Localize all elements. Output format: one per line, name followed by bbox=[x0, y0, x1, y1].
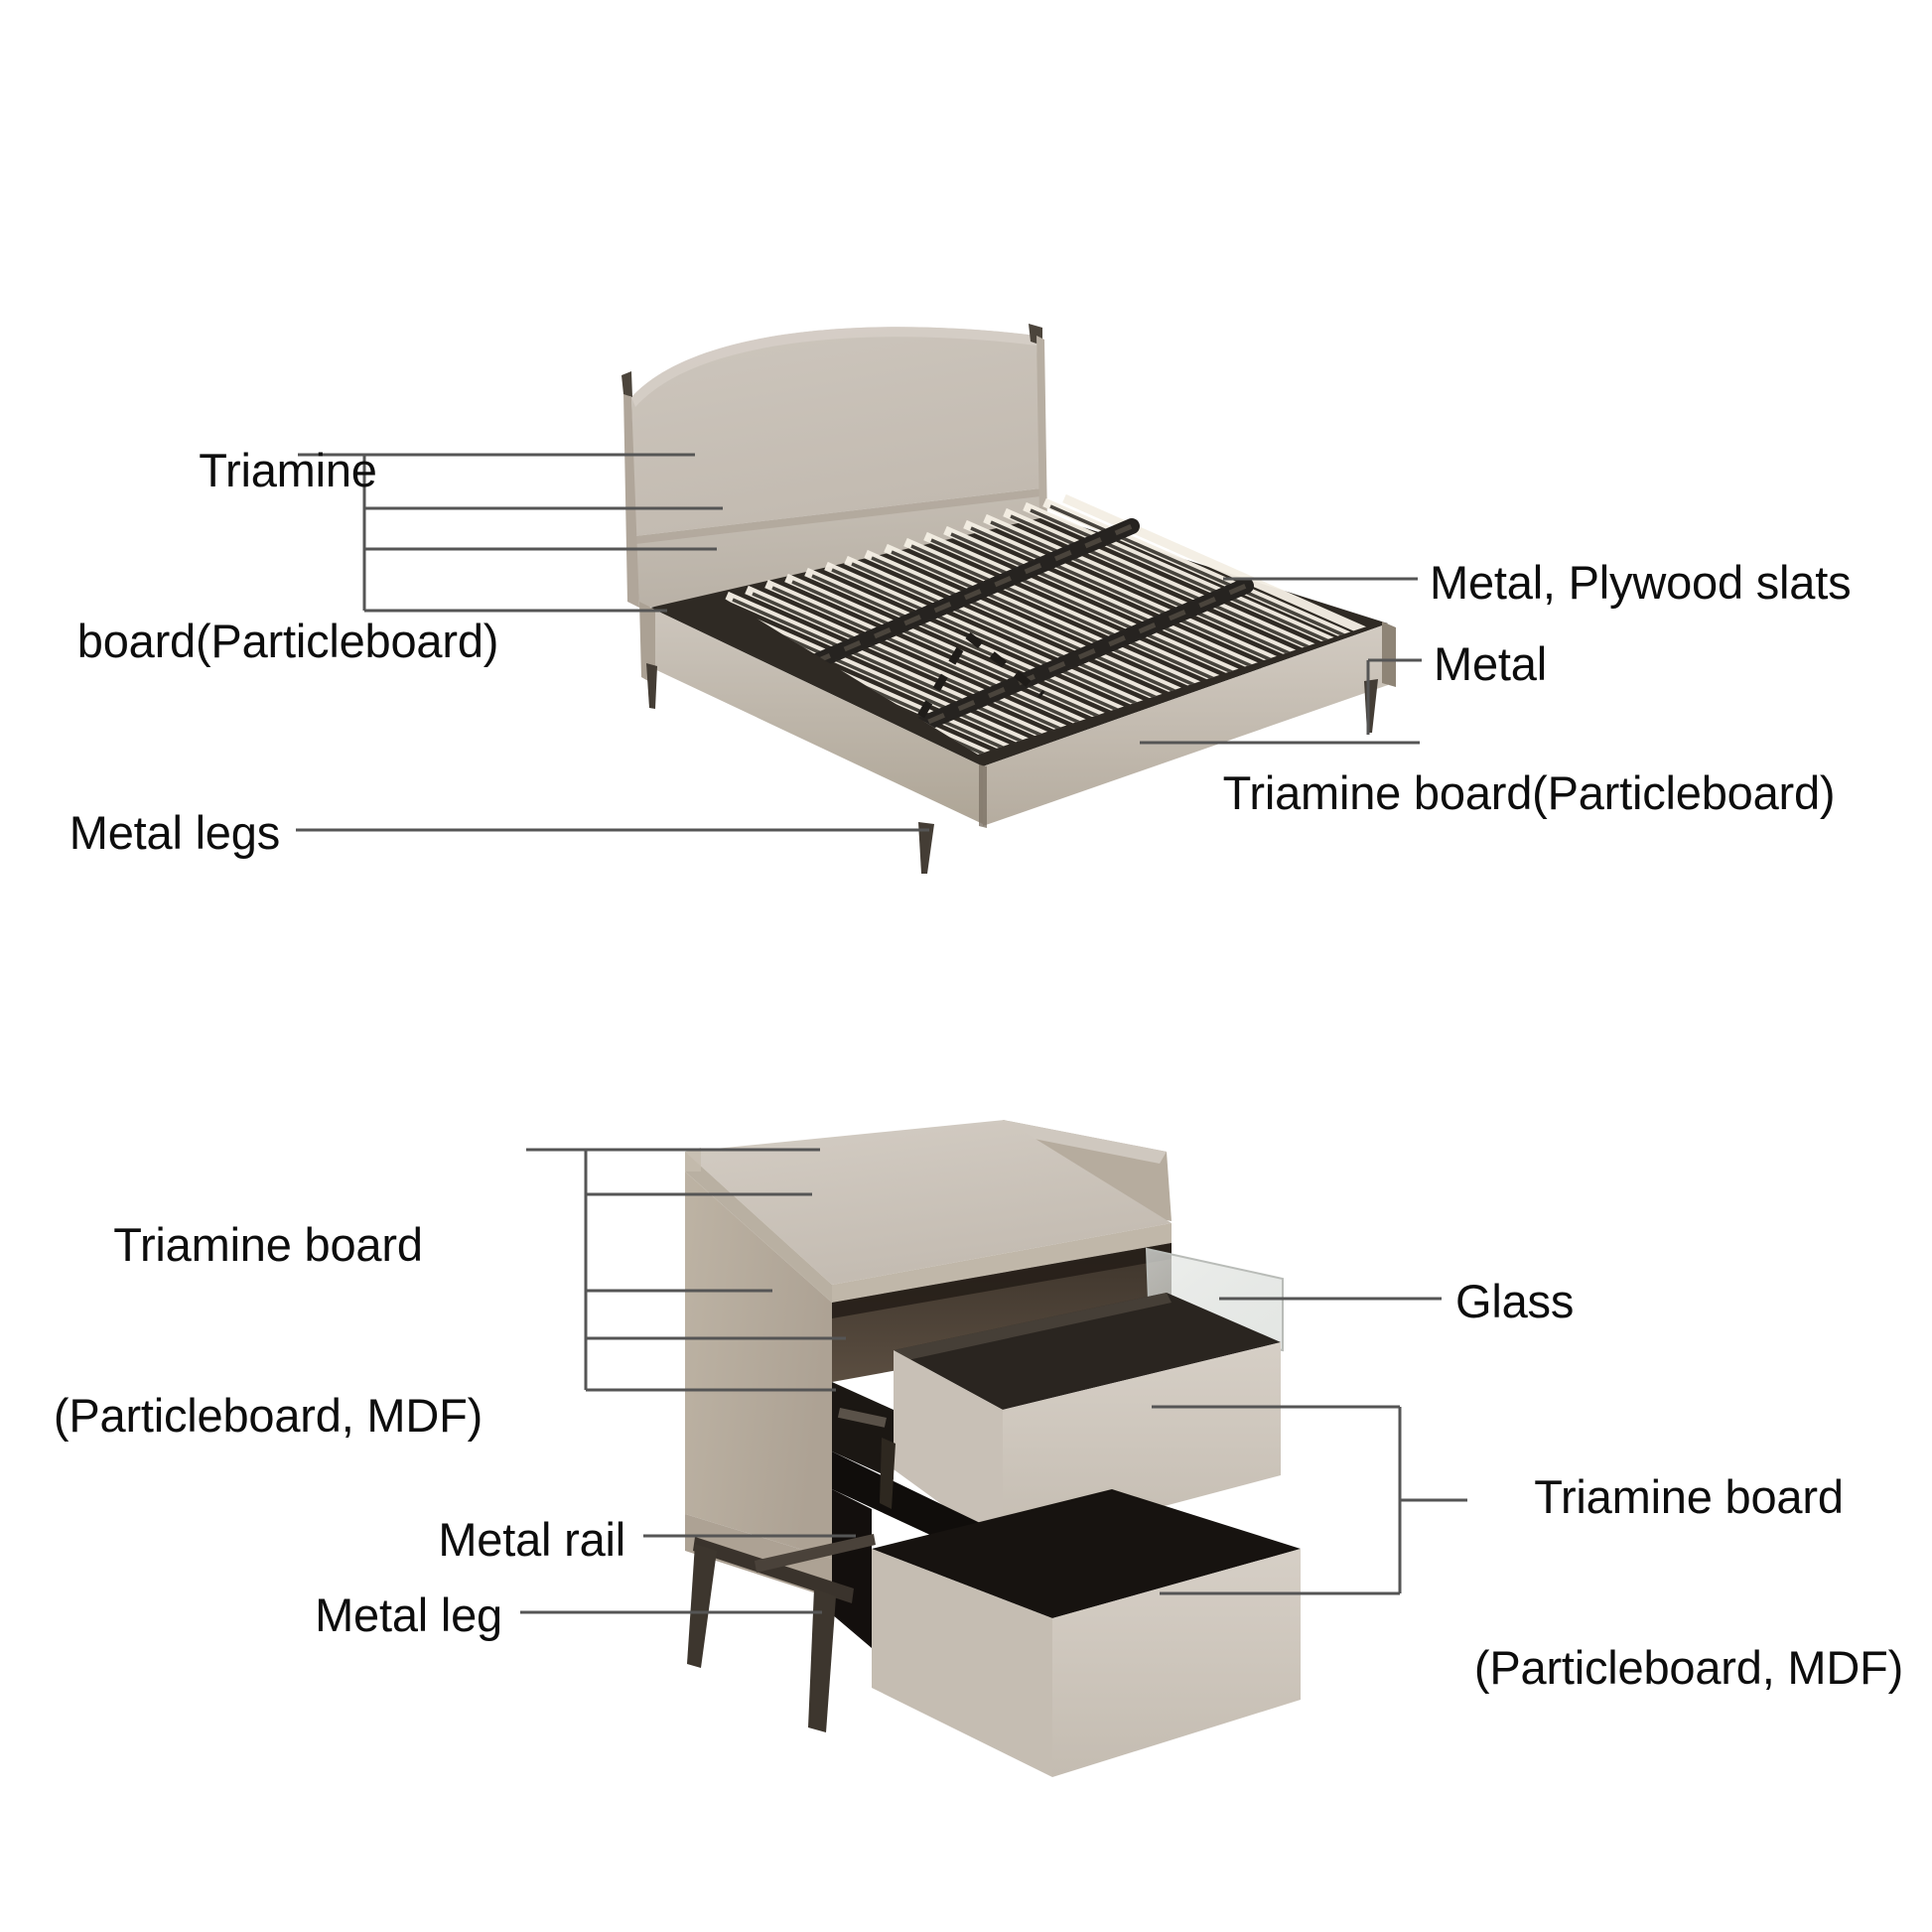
bed-head-end-board bbox=[639, 602, 655, 685]
nightstand-lower-slide-cavity bbox=[832, 1489, 872, 1648]
bed-leg-left bbox=[646, 663, 657, 709]
bed-label-slats: Metal, Plywood slats bbox=[1430, 556, 1852, 609]
nightstand-left-side-panel bbox=[685, 1172, 832, 1559]
nightstand-right-bracket bbox=[1152, 1405, 1467, 1595]
bed-headboard-upper bbox=[631, 327, 1040, 536]
bed-headboard-seam bbox=[635, 488, 1040, 544]
nightstand-illustration bbox=[685, 1120, 1301, 1777]
nightstand-label-triamine-right: Triamine board (Particleboard, MDF) bbox=[1455, 1354, 1922, 1810]
bed-label-triamine-left-line2: board(Particleboard) bbox=[76, 614, 499, 667]
nightstand-corner-highlight bbox=[685, 1148, 701, 1172]
bed-corner-seam bbox=[979, 764, 987, 828]
bed-label-metal-legs: Metal legs bbox=[69, 806, 280, 859]
nightstand-upper-drawer-top bbox=[894, 1293, 1281, 1410]
nightstand-upper-drawer-front bbox=[1003, 1342, 1281, 1549]
nightstand-label-triamine-left: Triamine board (Particleboard, MDF) bbox=[10, 1102, 526, 1558]
bed-illustration bbox=[621, 324, 1396, 874]
nightstand-lower-drawer-top bbox=[872, 1489, 1301, 1618]
bed-foot-rail-endcap bbox=[1382, 621, 1396, 687]
nightstand-label-metal-leg: Metal leg bbox=[315, 1588, 502, 1641]
bed-label-triamine-left-line1: Triamine bbox=[199, 443, 377, 496]
bed-label-triamine-left: Triamine board(Particleboard) bbox=[20, 328, 556, 783]
nightstand-metal-rail bbox=[693, 1537, 854, 1603]
nightstand-label-triamine-left-line1: Triamine board bbox=[113, 1217, 423, 1271]
nightstand-upper-drawer-side bbox=[894, 1350, 1003, 1549]
nightstand-left-bracket bbox=[526, 1148, 846, 1392]
bed-headboard-left-edge bbox=[623, 393, 639, 608]
nightstand-upper-slide-cavity bbox=[832, 1382, 894, 1479]
bed-foot-rail bbox=[983, 623, 1388, 826]
nightstand-top-right-edge bbox=[832, 1223, 1172, 1303]
nightstand-top bbox=[685, 1120, 1172, 1285]
bed-leg-front bbox=[918, 822, 934, 874]
bed-left-side-rail bbox=[650, 608, 983, 824]
nightstand-metal-rail-cross bbox=[755, 1534, 876, 1573]
nightstand-slide-bar-upper bbox=[837, 1408, 887, 1428]
nightstand-top-front-edge bbox=[685, 1152, 832, 1303]
nightstand-label-glass: Glass bbox=[1455, 1275, 1575, 1327]
bed-label-triamine-right: Triamine board(Particleboard) bbox=[1222, 766, 1836, 819]
nightstand-leg-rear bbox=[880, 1438, 896, 1509]
nightstand-cavity-shadow bbox=[832, 1243, 1172, 1318]
nightstand-upper-drawer-top-hl bbox=[894, 1293, 1172, 1362]
bed-headboard-top-edge bbox=[631, 327, 1036, 407]
bed-slat-deck bbox=[650, 516, 1388, 766]
nightstand-back-lip-top bbox=[1003, 1120, 1167, 1164]
nightstand-label-triamine-left-line2: (Particleboard, MDF) bbox=[53, 1388, 483, 1442]
bed-label-metal: Metal bbox=[1434, 637, 1547, 690]
nightstand-lower-drawer-front bbox=[1052, 1549, 1301, 1777]
nightstand-leg-left-front bbox=[687, 1544, 717, 1668]
nightstand-lower-drawer-side bbox=[872, 1549, 1052, 1777]
bed-left-bracket bbox=[298, 453, 723, 613]
nightstand-label-triamine-right-line2: (Particleboard, MDF) bbox=[1473, 1640, 1904, 1694]
nightstand-leg-center-front bbox=[808, 1588, 836, 1732]
nightstand-label-triamine-right-line1: Triamine board bbox=[1534, 1469, 1844, 1523]
bed-headboard-post-left bbox=[621, 371, 632, 397]
nightstand-label-metal-rail: Metal rail bbox=[438, 1513, 625, 1566]
